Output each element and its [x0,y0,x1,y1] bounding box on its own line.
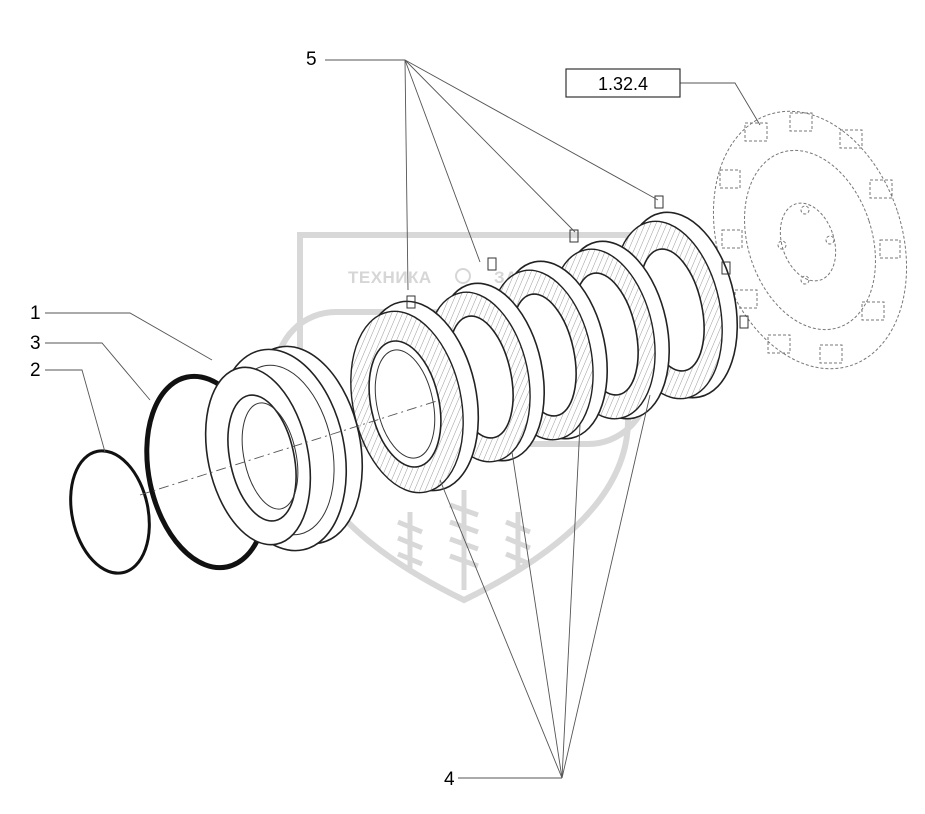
reference-box-label: 1.32.4 [598,74,648,94]
leader-lines [45,59,761,779]
watermark-wheat-icon [397,490,531,590]
part-1-piston [204,345,364,552]
plate-tabs [406,195,749,329]
callout-4: 4 [444,769,455,790]
clutch-disc-stack [350,195,749,494]
callout-3: 3 [30,333,41,354]
housing-phantom [712,110,908,370]
watermark-left-word: ТЕХНИКА [348,268,432,287]
centerline [139,399,441,496]
watermark-star-icon [455,268,471,284]
callout-5: 5 [306,49,317,70]
reference-box[interactable]: 1.32.4 [565,68,681,98]
steel-plate [350,300,480,494]
part-2-snap-ring [69,449,151,575]
callout-1: 1 [30,303,41,324]
callout-2: 2 [30,360,41,381]
